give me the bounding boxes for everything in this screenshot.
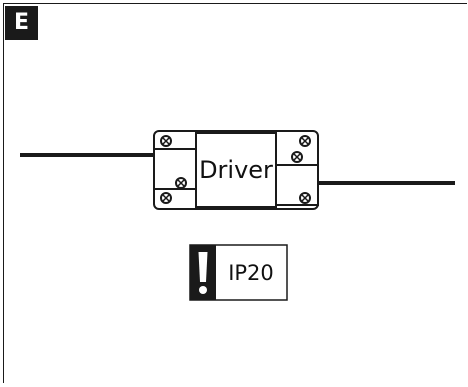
driver-label-panel [195, 132, 277, 208]
right-terminal-block [275, 164, 319, 206]
screw-terminal-icon [299, 135, 311, 147]
screw-terminal-icon [160, 135, 172, 147]
ip-rating-label: IP20 [228, 261, 274, 285]
screw-terminal-icon [299, 192, 311, 204]
screw-terminal-icon [160, 192, 172, 204]
exclamation-icon [198, 252, 208, 294]
ip-rating-badge: IP20 [189, 244, 288, 301]
panel-letter-badge: E [5, 6, 38, 40]
driver-label: Driver [199, 156, 273, 184]
panel-frame [3, 3, 467, 383]
driver-unit: Driver [153, 130, 319, 210]
screw-terminal-icon [175, 177, 187, 189]
screw-terminal-icon [291, 151, 303, 163]
